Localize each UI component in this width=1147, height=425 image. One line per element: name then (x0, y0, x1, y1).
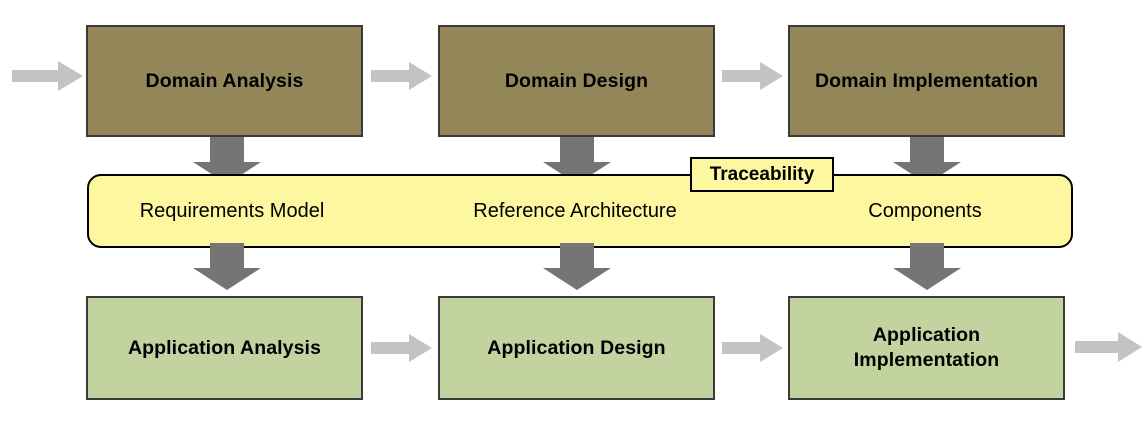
trace-arrow-design-to-architecture (542, 137, 612, 185)
flow-arrow-domain-design-to-implementation (722, 61, 784, 91)
application-implementation-label: Application Implementation (853, 324, 1000, 371)
traceability-tag[interactable]: Traceability (690, 157, 834, 192)
flow-arrow-app-design-to-implementation (722, 333, 784, 363)
entry-arrow-icon (12, 60, 84, 92)
flow-arrow-app-analysis-to-design (371, 333, 433, 363)
trace-arrow-implementation-to-components (892, 137, 962, 185)
domain-implementation-label: Domain Implementation (814, 69, 1039, 92)
asset-label-requirements-model: Requirements Model (139, 200, 325, 222)
application-design-label: Application Design (487, 336, 666, 359)
application-analysis-box[interactable]: Application Analysis (86, 296, 363, 400)
application-implementation-box[interactable]: Application Implementation (788, 296, 1065, 400)
trace-arrow-analysis-to-requirements (192, 137, 262, 185)
domain-design-box[interactable]: Domain Design (438, 25, 715, 137)
domain-analysis-label: Domain Analysis (145, 69, 304, 92)
domain-implementation-box[interactable]: Domain Implementation (788, 25, 1065, 137)
application-analysis-label: Application Analysis (127, 336, 322, 359)
asset-label-components: Components (868, 200, 982, 222)
flow-arrow-domain-analysis-to-design (371, 61, 433, 91)
domain-analysis-box[interactable]: Domain Analysis (86, 25, 363, 137)
application-design-box[interactable]: Application Design (438, 296, 715, 400)
trace-arrow-architecture-to-app-design (542, 243, 612, 291)
traceability-label: Traceability (709, 163, 815, 185)
asset-label-reference-architecture: Reference Architecture (473, 200, 677, 222)
exit-arrow-icon (1075, 331, 1143, 363)
trace-arrow-requirements-to-app-analysis (192, 243, 262, 291)
domain-design-label: Domain Design (504, 69, 649, 92)
trace-arrow-components-to-app-implementation (892, 243, 962, 291)
